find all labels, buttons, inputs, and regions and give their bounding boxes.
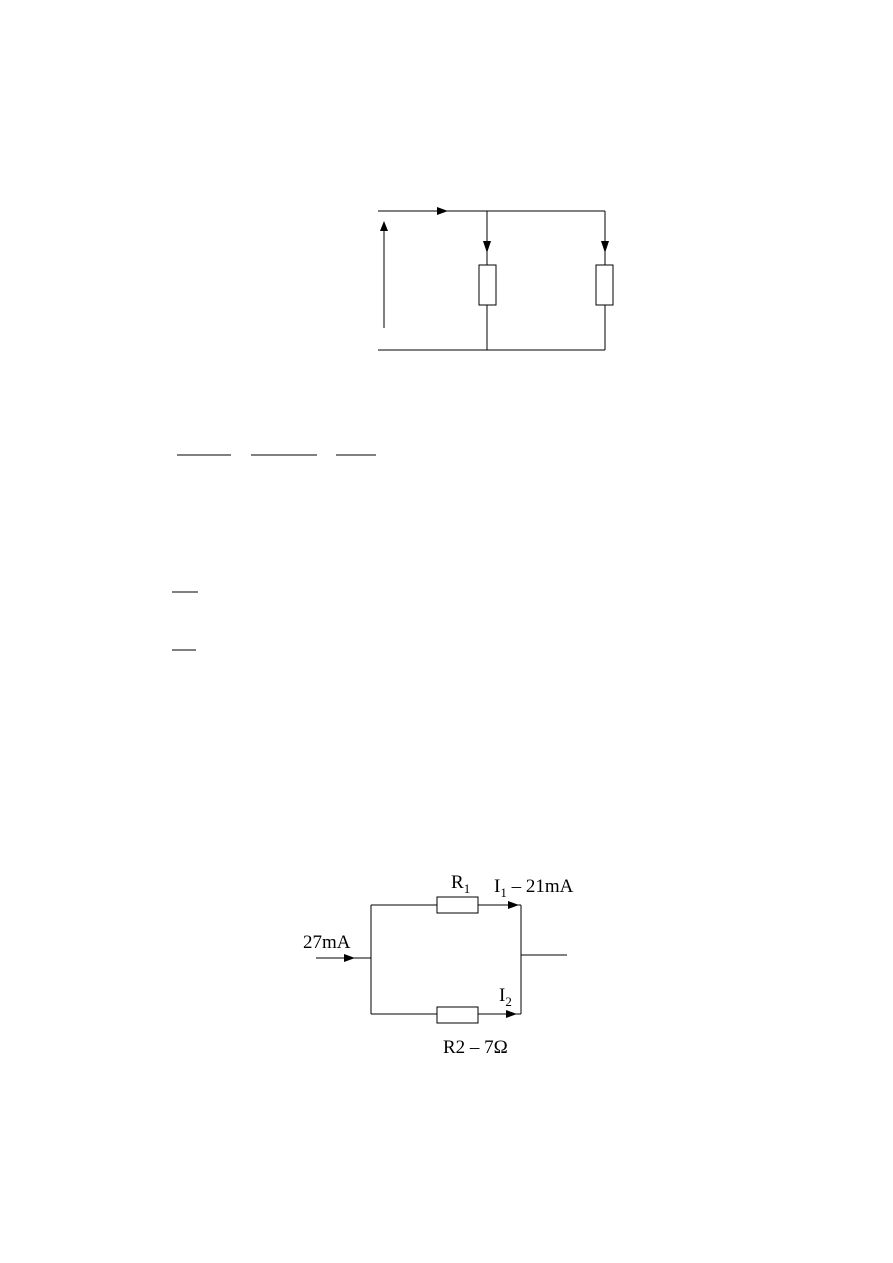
circuit-b-r1-subscript: 1 (464, 881, 471, 896)
circuit-b-i1-subscript: 1 (500, 885, 507, 900)
circuit-a-top-current-arrow (437, 207, 448, 215)
circuit-b-i1-current-arrow (508, 901, 519, 909)
circuit-a-branch2-current-arrow (601, 241, 609, 253)
circuit-b-i1-value: – 21mA (507, 876, 574, 897)
circuit-b-r2-label: R2 – 7Ω (443, 1037, 508, 1058)
circuit-a (378, 207, 614, 351)
circuit-b-i2-subscript: 2 (505, 994, 512, 1009)
circuit-b-input-current-arrow (344, 954, 355, 962)
circuit-b-r1-label: R1 (451, 872, 470, 896)
circuit-b-i1-letter: I (494, 876, 500, 897)
circuit-b-resistor-1 (436, 896, 479, 914)
circuit-b-i1-label: I1 – 21mA (494, 876, 574, 900)
circuit-a-resistor-2 (595, 264, 614, 306)
equation-fraction-bars (172, 454, 376, 651)
circuit-b-i2-letter: I (499, 985, 505, 1006)
circuit-b-i2-current-arrow (506, 1010, 517, 1018)
circuit-a-resistor-1 (478, 264, 497, 306)
circuit-b-resistor-2 (436, 1006, 479, 1024)
circuit-b-total-current-label: 27mA (303, 932, 351, 953)
circuit-a-branch1-current-arrow (483, 241, 491, 253)
circuit-b: R1 I1 – 21mA 27mA I2 R2 – 7Ω (303, 872, 574, 1058)
circuit-b-r1-letter: R (451, 872, 464, 893)
circuit-b-i2-label: I2 (499, 985, 512, 1009)
